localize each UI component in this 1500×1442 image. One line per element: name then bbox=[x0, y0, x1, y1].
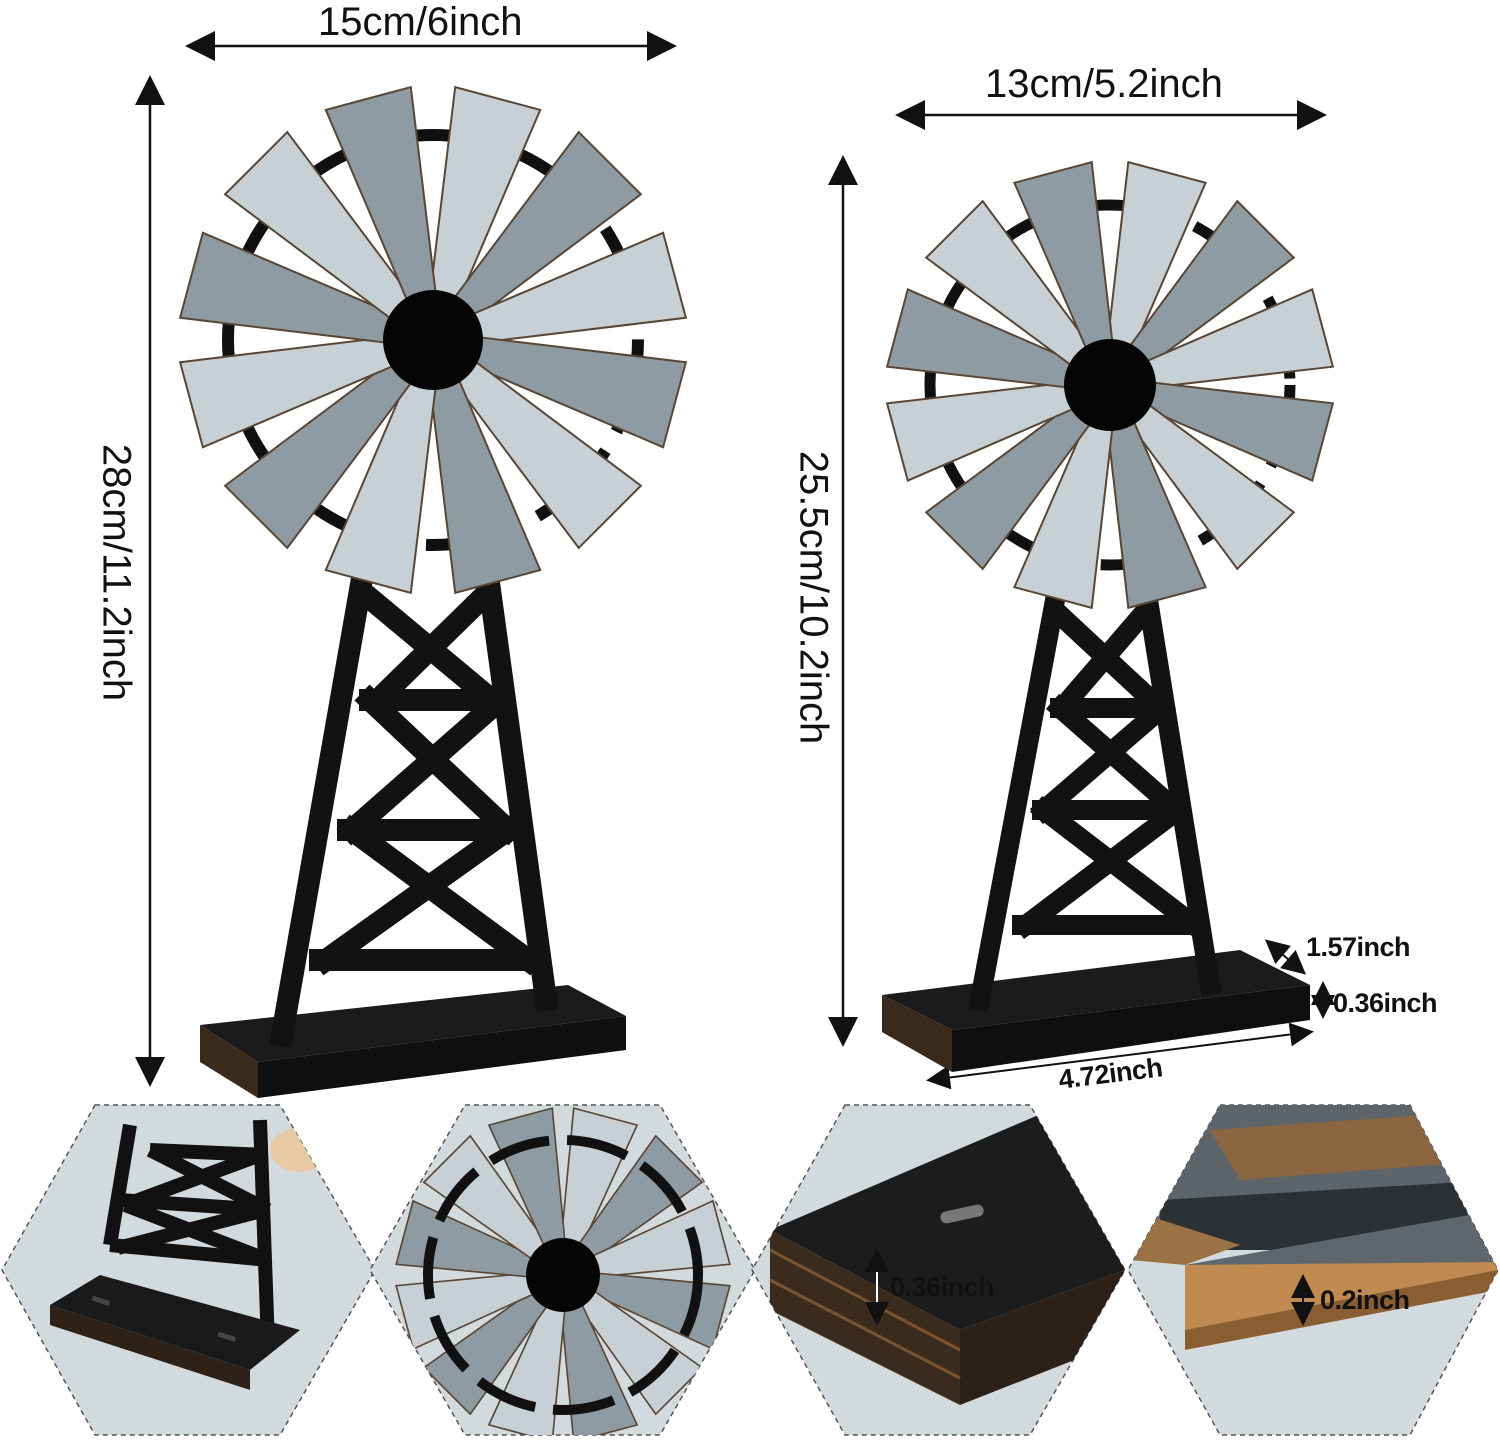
small-tower bbox=[968, 588, 1222, 1012]
base-depth-arrow bbox=[1264, 939, 1307, 975]
large-ring bbox=[222, 129, 644, 551]
detail-hex-base-corner bbox=[751, 1104, 1126, 1436]
small-width-label: 13cm/5.2inch bbox=[985, 62, 1223, 106]
large-windmill bbox=[178, 85, 688, 1098]
base-depth-label: 1.57inch bbox=[1306, 932, 1411, 962]
small-height-label: 25.5cm/10.2inch bbox=[791, 450, 836, 745]
detail-hex-board-edge bbox=[1127, 1104, 1499, 1436]
small-ring bbox=[924, 199, 1296, 571]
large-height-label: 28cm/11.2inch bbox=[94, 443, 139, 702]
detail-hex-tower-base bbox=[1, 1104, 376, 1436]
base-thickness-label: 0.36inch bbox=[1333, 988, 1438, 1018]
large-tower bbox=[269, 577, 559, 1048]
large-blades bbox=[178, 85, 688, 595]
detail-thickness-label: 0.36inch bbox=[890, 1272, 995, 1302]
small-base-side bbox=[952, 985, 1310, 1072]
large-hub bbox=[383, 290, 483, 390]
small-hub bbox=[1064, 339, 1156, 431]
large-width-label: 15cm/6inch bbox=[318, 0, 523, 44]
large-base-top bbox=[200, 985, 626, 1062]
base-length-arrow bbox=[926, 1022, 1314, 1090]
small-windmill bbox=[882, 160, 1335, 1072]
detail-board-label: 0.2inch bbox=[1320, 1285, 1410, 1315]
detail-hex-blades bbox=[369, 1104, 756, 1436]
small-base-front bbox=[882, 995, 952, 1072]
large-base-front bbox=[200, 1025, 258, 1098]
small-blades bbox=[885, 160, 1335, 610]
large-base-side bbox=[258, 1016, 626, 1098]
